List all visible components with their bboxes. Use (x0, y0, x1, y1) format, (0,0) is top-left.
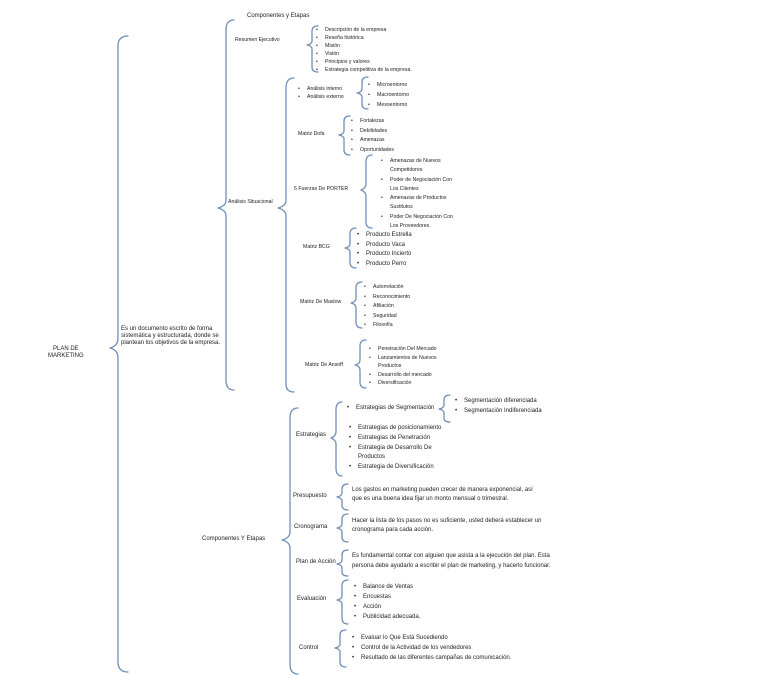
estrategias-label: Estrategias (296, 432, 327, 438)
estrategias-brace (330, 401, 343, 477)
root-definition: Es un documento escrito de forma sistemá… (121, 326, 221, 346)
list-item: Descripción de la empresa (316, 26, 412, 34)
presupuesto-text: Los gastos en marketing pueden crecer de… (352, 487, 533, 502)
list-item: Microentorno (368, 80, 409, 90)
ansoff-list: Penetración Del Mercado Lanzamientos de … (369, 345, 437, 388)
list-item: Debilidades (351, 127, 394, 137)
list-item: Visión (316, 50, 412, 58)
plan-label: Plan de Acción (296, 559, 336, 565)
presupuesto-brace (336, 483, 349, 511)
list-item: Seguridad (364, 312, 410, 322)
top-heading: Componentes y Etapas (247, 13, 310, 19)
analisis-list: Análisis interno Análisis externo (298, 85, 344, 101)
control-label: Control (299, 645, 319, 651)
list-item: Acción (354, 602, 420, 612)
situacional-label: Análisis Situacional (228, 199, 273, 205)
dofa-brace (338, 115, 351, 156)
list-item: Desarrollo del mercado (369, 371, 437, 380)
porter-label: 5 Fuerzas De PORTER (294, 186, 349, 192)
list-item: Reseña histórica (316, 34, 412, 42)
list-item: Autorrelación (364, 283, 410, 293)
resumen-brace (306, 25, 319, 73)
situacional-brace (277, 77, 295, 393)
list-item: Producto Perro (357, 260, 412, 270)
list-item: Estrategia competitiva de la empresa. (316, 66, 412, 74)
dofa-label: Matriz Dofa (298, 131, 325, 137)
estrategias-list: Estrategias de posicionamiento Estrategi… (349, 424, 441, 473)
list-item: Análisis interno (298, 85, 344, 93)
ansoff-brace (354, 339, 367, 389)
ansoff-label: Matriz De Ansoff (305, 362, 343, 368)
list-item: Estrategias de Segmentación (347, 405, 434, 412)
upper-brace (217, 19, 235, 391)
plan-brace (336, 549, 349, 577)
maslow-brace (350, 281, 363, 329)
list-item: Análisis externo (298, 93, 344, 101)
porter-brace (360, 154, 373, 229)
list-item: Segmentación Indiferenciada (455, 407, 542, 417)
componentes-brace (281, 407, 299, 675)
list-item: Publicidad adecuada. (354, 612, 420, 622)
maslow-label: Matriz De Maslow (300, 299, 342, 305)
list-item: Afiliación (364, 302, 410, 312)
list-item: Diversificación (369, 379, 437, 388)
entornos-list: Microentorno Macroentorno Mesoentorno (368, 80, 409, 110)
list-item: Oportunidades (351, 146, 394, 156)
list-item: Resultado de las diferentes campañas de … (352, 653, 511, 663)
main-brace (109, 35, 129, 673)
list-item: Filosofía (364, 321, 410, 331)
list-item: Mesoentorno (368, 100, 409, 110)
bcg-list: Producto Estrella Producto Vaca Producto… (357, 231, 412, 269)
list-item: Evaluar lo Que Está Sucediendo (352, 633, 511, 643)
list-item: Macroentorno (368, 90, 409, 100)
bcg-label: Matriz BCG (303, 244, 330, 250)
list-item: Producto Incierto (357, 250, 412, 260)
cronograma-label: Cronograma (294, 524, 328, 530)
evaluacion-label: Evaluación (297, 596, 327, 602)
list-item: Estrategias de Penetración (349, 434, 441, 444)
list-item: Producto Vaca (357, 241, 412, 251)
control-brace (334, 629, 347, 668)
componentes-label: Componentes Y Etapas (202, 536, 266, 542)
root-title: PLAN DE MARKETING (48, 346, 84, 359)
list-item: Reconocimiento (364, 293, 410, 303)
list-item: Fortalezas (351, 117, 394, 127)
list-item: Misión (316, 42, 412, 50)
cronograma-brace (336, 513, 349, 543)
resumen-list: Descripción de la empresa Reseña históri… (316, 26, 412, 74)
resumen-label: Resumen Ejecutivo (235, 37, 280, 43)
list-item: Control de la Actividad de los vendedore… (352, 643, 511, 653)
list-item: Producto Estrella (357, 231, 412, 241)
segmentacion-brace (438, 394, 451, 423)
presupuesto-label: Presupuesto (293, 493, 327, 499)
list-item: Penetración Del Mercado (369, 345, 437, 354)
list-item: Encuestas (354, 592, 420, 602)
control-list: Evaluar lo Que Está Sucediendo Control d… (352, 633, 511, 663)
segmentacion-item: Estrategias de Segmentación (347, 405, 434, 412)
segmentacion-list: Segmentación diferenciada Segmentación I… (455, 397, 542, 416)
list-item: Balance de Ventas (354, 582, 420, 592)
evaluacion-brace (336, 579, 349, 625)
dofa-list: Fortalezas Debilidades Amenazas Oportuni… (351, 117, 394, 155)
entornos-brace (356, 76, 369, 110)
bcg-brace (344, 227, 357, 269)
plan-text: Es fundamental contar con alguien que as… (352, 553, 551, 569)
list-item: Principios y valores (316, 58, 412, 66)
cronograma-text: Hacer la lista de los pasos no es sufici… (352, 518, 542, 533)
maslow-list: Autorrelación Reconocimiento Afiliación … (364, 283, 410, 331)
list-item: Estrategias de posicionamiento (349, 424, 441, 434)
list-item: Segmentación diferenciada (455, 397, 542, 407)
list-item: Estrategia de Diversificación (349, 463, 441, 473)
list-item: Amenazas (351, 136, 394, 146)
evaluacion-list: Balance de Ventas Encuestas Acción Publi… (354, 582, 420, 622)
